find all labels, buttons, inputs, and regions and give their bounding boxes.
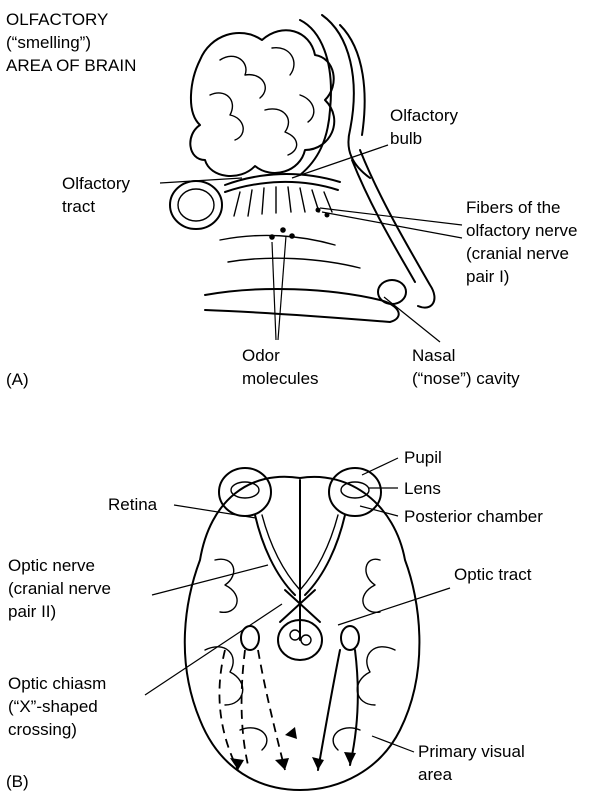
olfactory-brain-area-label: OLFACTORY (“smelling”) AREA OF BRAIN: [6, 8, 136, 77]
label-line: Fibers of the: [466, 196, 578, 219]
label-line: Optic nerve: [8, 554, 111, 577]
label-line: (cranial nerve: [466, 242, 578, 265]
retina-label: Retina: [108, 493, 157, 516]
label-line: crossing): [8, 718, 106, 741]
label-line: pair II): [8, 600, 111, 623]
label-line: pair I): [466, 265, 578, 288]
olfactory-bulb-label: Olfactory bulb: [390, 104, 458, 150]
optic-chiasm-label: Optic chiasm (“X”-shaped crossing): [8, 672, 106, 741]
primary-visual-area-label: Primary visual area: [418, 740, 525, 786]
lens-label: Lens: [404, 477, 441, 500]
odor-molecules-label: Odor molecules: [242, 344, 319, 390]
optic-tract-label: Optic tract: [454, 563, 531, 586]
optic-nerve-label: Optic nerve (cranial nerve pair II): [8, 554, 111, 623]
label-line: Primary visual: [418, 740, 525, 763]
olfactory-leader-lines: [160, 145, 462, 342]
olfactory-drawing: [170, 15, 434, 322]
label-line: AREA OF BRAIN: [6, 54, 136, 77]
label-line: area: [418, 763, 525, 786]
label-line: Nasal: [412, 344, 520, 367]
label-line: (“X”-shaped: [8, 695, 106, 718]
label-line: Olfactory: [390, 104, 458, 127]
label-line: (“smelling”): [6, 31, 136, 54]
nasal-cavity-label: Nasal (“nose”) cavity: [412, 344, 520, 390]
olfactory-tract-label: Olfactory tract: [62, 172, 130, 218]
visual-drawing: [185, 468, 420, 790]
posterior-chamber-label: Posterior chamber: [404, 505, 543, 528]
label-line: (cranial nerve: [8, 577, 111, 600]
label-line: bulb: [390, 127, 458, 150]
olfactory-fibers-label: Fibers of the olfactory nerve (cranial n…: [466, 196, 578, 288]
label-line: Odor: [242, 344, 319, 367]
label-line: tract: [62, 195, 130, 218]
panel-b-tag: (B): [6, 770, 29, 793]
label-line: olfactory nerve: [466, 219, 578, 242]
pupil-label: Pupil: [404, 446, 442, 469]
label-line: Optic chiasm: [8, 672, 106, 695]
label-line: OLFACTORY: [6, 8, 136, 31]
panel-a-tag: (A): [6, 368, 29, 391]
label-line: (“nose”) cavity: [412, 367, 520, 390]
label-line: Olfactory: [62, 172, 130, 195]
label-line: molecules: [242, 367, 319, 390]
